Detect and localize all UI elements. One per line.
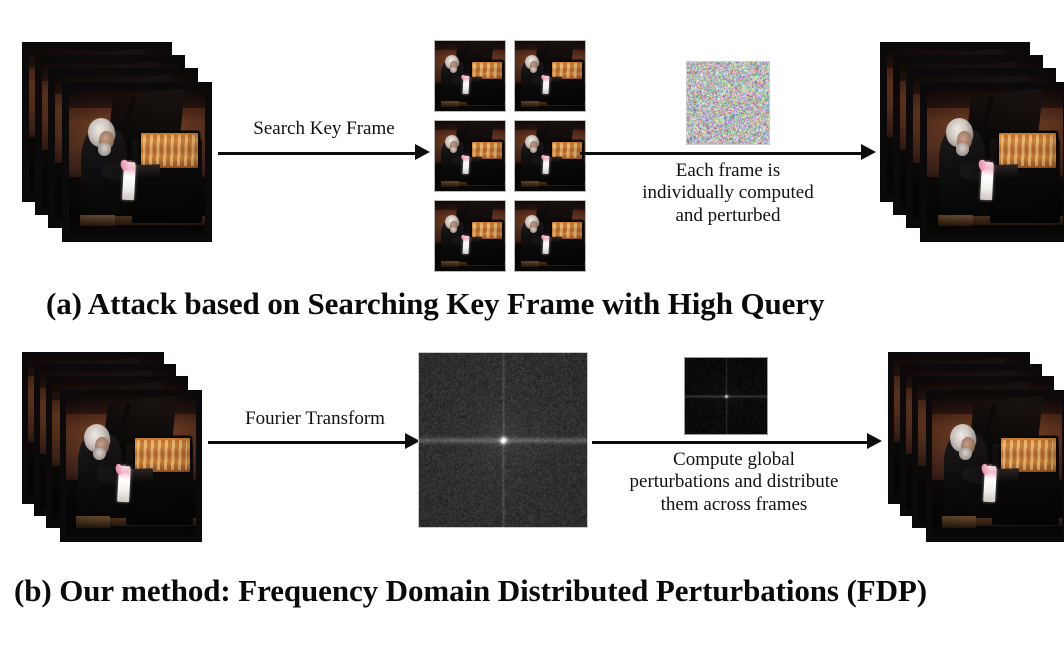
frame-layer-1-front xyxy=(62,82,212,242)
panel-b-input-frame-stack xyxy=(22,352,202,542)
frame-layer-1-front xyxy=(920,82,1064,242)
panel-a-input-frame-stack xyxy=(22,42,212,242)
panel-b-output-frame-stack xyxy=(888,352,1064,542)
panel-a-keyframe-grid xyxy=(434,40,586,272)
keyframe-thumbnail xyxy=(514,200,586,272)
frame-layer-1-front xyxy=(926,390,1064,542)
panel-a-arrow2-label: Each frame is individually computed and … xyxy=(642,160,814,226)
panel-b-arrow1-label: Fourier Transform xyxy=(245,408,385,429)
keyframe-thumbnail xyxy=(514,120,586,192)
panel-b-caption: (b) Our method: Frequency Domain Distrib… xyxy=(14,573,927,608)
panel-a-caption: (a) Attack based on Searching Key Frame … xyxy=(46,286,825,321)
panel-b-spectrum-large xyxy=(418,352,588,528)
keyframe-thumbnail xyxy=(514,40,586,112)
keyframe-thumbnail xyxy=(434,40,506,112)
keyframe-thumbnail xyxy=(434,120,506,192)
frame-layer-1-front xyxy=(60,390,202,542)
panel-b-spectrum-small xyxy=(684,357,768,435)
panel-a-output-frame-stack xyxy=(880,42,1064,242)
keyframe-thumbnail xyxy=(434,200,506,272)
panel-a-arrow1-label: Search Key Frame xyxy=(253,118,395,139)
panel-b-arrow2-label: Compute global perturbations and distrib… xyxy=(629,449,839,515)
piano-photo xyxy=(69,89,205,235)
panel-a-noise-patch xyxy=(686,61,770,145)
